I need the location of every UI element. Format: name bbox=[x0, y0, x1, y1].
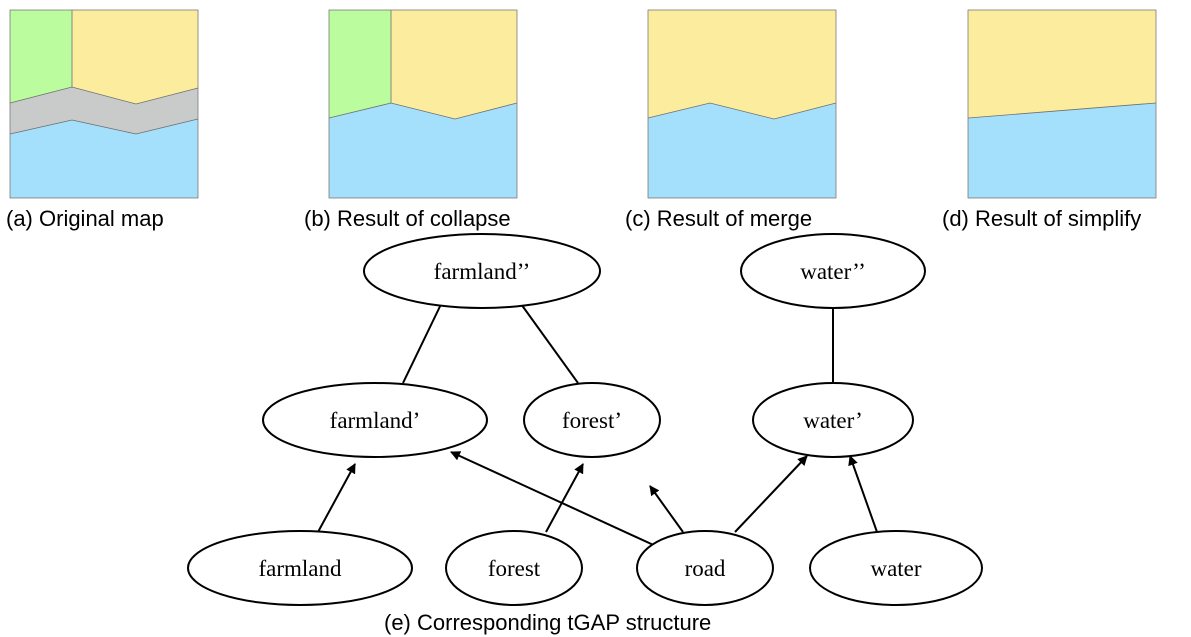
node-farmland: farmland bbox=[187, 530, 413, 606]
tgap-graph: farmland’’ water’’ farmland’ forest’ water’ f… bbox=[187, 233, 983, 606]
farmland-region bbox=[72, 10, 198, 104]
node-forest1: forest’ bbox=[523, 382, 661, 458]
node-label: forest’ bbox=[562, 408, 622, 433]
node-farmland2: farmland’’ bbox=[363, 233, 601, 309]
farmland-region bbox=[391, 10, 517, 119]
farmland-region bbox=[968, 10, 1156, 118]
node-label: forest bbox=[488, 556, 541, 581]
map-caption-d: (d) Result of simplify bbox=[942, 206, 1141, 231]
farmland-region bbox=[648, 10, 836, 119]
graph-caption: (e) Corresponding tGAP structure bbox=[384, 610, 711, 635]
node-label: water’ bbox=[803, 408, 863, 433]
road-region bbox=[10, 87, 198, 134]
edge-farmland1-to-farmland2 bbox=[402, 295, 446, 384]
node-ellipse bbox=[445, 530, 583, 606]
map-collapse bbox=[328, 9, 518, 199]
node-farmland1: farmland’ bbox=[262, 382, 488, 458]
node-water2: water’’ bbox=[740, 233, 926, 309]
edge-road-to-forest1 bbox=[649, 485, 684, 533]
map-original bbox=[9, 9, 199, 199]
map-simplify bbox=[967, 9, 1157, 199]
edge-road-to-farmland1 bbox=[450, 451, 661, 549]
graph-nodes: farmland’’ water’’ farmland’ forest’ water’ f… bbox=[187, 233, 983, 606]
node-ellipse bbox=[740, 233, 926, 309]
node-label: water’’ bbox=[800, 259, 866, 284]
node-ellipse bbox=[363, 233, 601, 309]
node-water: water bbox=[809, 530, 983, 606]
edge-water-to-water1 bbox=[848, 455, 878, 533]
node-ellipse bbox=[636, 530, 774, 606]
map-caption-a: (a) Original map bbox=[6, 206, 164, 231]
node-ellipse bbox=[752, 382, 914, 458]
node-ellipse bbox=[262, 382, 488, 458]
map-caption-b: (b) Result of collapse bbox=[304, 206, 511, 231]
node-road: road bbox=[636, 530, 774, 606]
node-label: farmland’’ bbox=[434, 259, 531, 284]
node-label: water bbox=[870, 556, 921, 581]
edge-road-to-water1 bbox=[734, 455, 808, 533]
edge-farmland-to-farmland1 bbox=[317, 463, 356, 533]
node-forest: forest bbox=[445, 530, 583, 606]
map-caption-c: (c) Result of merge bbox=[625, 206, 812, 231]
node-label: road bbox=[685, 556, 726, 581]
node-label: farmland bbox=[258, 556, 342, 581]
forest-region bbox=[329, 10, 391, 118]
node-label: farmland’ bbox=[330, 408, 421, 433]
forest-region bbox=[10, 10, 72, 103]
map-merge bbox=[647, 9, 837, 199]
node-ellipse bbox=[523, 382, 661, 458]
edge-forest1-to-farmland2 bbox=[515, 296, 579, 384]
graph-edges bbox=[317, 295, 878, 549]
node-ellipse bbox=[187, 530, 413, 606]
node-ellipse bbox=[809, 530, 983, 606]
node-water1: water’ bbox=[752, 382, 914, 458]
edge-forest-to-forest1 bbox=[545, 463, 584, 533]
